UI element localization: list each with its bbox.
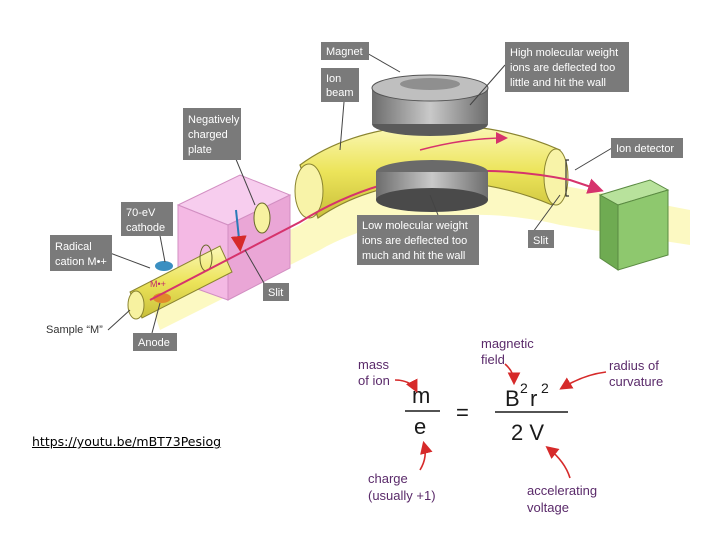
equals-sign: = — [456, 400, 469, 425]
svg-text:Magnet: Magnet — [326, 46, 363, 58]
electron-beam — [230, 209, 247, 252]
svg-text:beam: beam — [326, 87, 354, 99]
ionization-chamber — [176, 174, 292, 301]
label-radical-cation: Radical cation M•+ — [50, 235, 112, 271]
svg-text:much and hit the wall: much and hit the wall — [362, 250, 465, 262]
ion-path-high — [419, 132, 508, 151]
label-anode: Anode — [133, 333, 177, 351]
svg-text:Ion: Ion — [326, 73, 341, 85]
mass-of-ion-label-line2: of ion — [358, 373, 390, 388]
svg-text:plate: plate — [188, 144, 212, 156]
label-magnet: Magnet — [321, 42, 369, 60]
svg-text:Low molecular weight: Low molecular weight — [362, 220, 468, 232]
magnetic-field-label: magnetic — [481, 336, 534, 351]
cathode-marker — [155, 261, 173, 271]
ion-detector — [598, 179, 670, 271]
label-negative-plate: Negatively charged plate — [183, 108, 241, 160]
svg-text:little and hit the wall: little and hit the wall — [510, 77, 606, 89]
svg-text:cation M•+: cation M•+ — [55, 256, 107, 268]
radius-label-line2: curvature — [609, 374, 663, 389]
svg-text:High molecular weight: High molecular weight — [510, 47, 618, 59]
label-slit-right: Slit — [528, 230, 554, 248]
label-sample: Sample “M” — [46, 324, 103, 336]
svg-text:charged: charged — [188, 129, 228, 141]
label-ion-detector: Ion detector — [611, 138, 683, 158]
label-ion-beam: Ion beam — [321, 68, 359, 102]
voltage-label-line2: voltage — [527, 500, 569, 515]
m-symbol: M•+ — [150, 279, 166, 289]
svg-text:ions are deflected too: ions are deflected too — [510, 62, 615, 74]
denominator-2v: 2 V — [511, 420, 544, 445]
radius-label: radius of — [609, 358, 659, 373]
svg-text:Anode: Anode — [138, 337, 170, 349]
svg-text:Slit: Slit — [268, 287, 283, 299]
svg-text:ions are deflected too: ions are deflected too — [362, 235, 467, 247]
svg-text:Ion detector: Ion detector — [616, 143, 674, 155]
beam-glow — [150, 176, 690, 330]
exponent-b: 2 — [520, 380, 528, 396]
denominator-e: e — [414, 414, 426, 439]
magnet-top — [371, 74, 489, 136]
svg-text:Slit: Slit — [533, 235, 548, 247]
equation: mass of ion magnetic field radius of cur… — [358, 336, 663, 515]
label-high-mw: High molecular weight ions are deflected… — [505, 42, 629, 92]
charge-label: charge — [368, 471, 408, 486]
numerator-r: r — [530, 386, 537, 411]
svg-text:70-eV: 70-eV — [126, 207, 156, 219]
svg-text:Radical: Radical — [55, 241, 92, 253]
svg-text:cathode: cathode — [126, 222, 165, 234]
video-link[interactable]: https://youtu.be/mBT73Pesiog — [32, 434, 222, 449]
exponent-r: 2 — [541, 380, 549, 396]
label-cathode: 70-eV cathode — [121, 202, 173, 236]
magnet-bottom — [376, 160, 488, 212]
magnetic-field-label-line2: field — [481, 352, 505, 367]
voltage-label: accelerating — [527, 483, 597, 498]
mass-of-ion-label: mass — [358, 357, 390, 372]
svg-text:Negatively: Negatively — [188, 114, 240, 126]
charge-label-line2: (usually +1) — [368, 488, 436, 503]
label-low-mw: Low molecular weight ions are deflected … — [357, 215, 479, 265]
numerator-b: B — [505, 386, 520, 411]
label-slit-left: Slit — [263, 283, 289, 301]
